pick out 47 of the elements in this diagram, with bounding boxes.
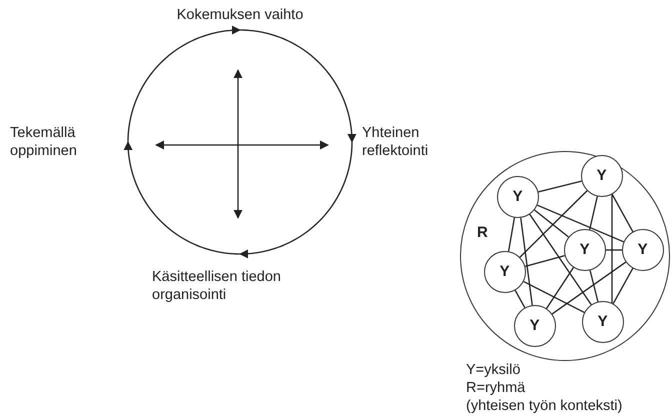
connection-line — [520, 218, 533, 306]
individual-circle — [496, 176, 539, 218]
connection-line — [589, 196, 598, 230]
legend-note: Y=yksilö — [466, 361, 520, 380]
legend-note: (yhteisen työn konteksti) — [466, 397, 622, 416]
cycle-arc — [239, 142, 353, 258]
individual-letter: Y — [598, 312, 608, 331]
connection-line — [612, 268, 634, 304]
individual-letter: Y — [638, 240, 648, 259]
connection-line — [525, 254, 565, 268]
connection-line — [537, 204, 624, 242]
individual-letter: Y — [596, 166, 607, 185]
double-arrow — [155, 140, 329, 150]
connection-line — [606, 249, 622, 251]
connection-line — [508, 218, 516, 252]
individual-circle — [484, 250, 526, 293]
stage-text: Tekemällä oppiminen — [10, 124, 78, 160]
cycle-arc — [127, 26, 241, 142]
individual-circle — [582, 300, 624, 343]
individual-letter: Y — [500, 262, 510, 281]
individual-circle — [622, 228, 664, 271]
connection-line — [514, 290, 526, 308]
stage-text: Käsitteellisen tiedon organisointi — [152, 268, 282, 304]
connection-line — [612, 194, 634, 232]
connection-line — [529, 214, 592, 305]
individual-circle — [514, 304, 556, 347]
connection-line — [552, 262, 626, 314]
individual-letter: Y — [530, 316, 540, 335]
connection-line — [534, 210, 569, 238]
connection-line — [523, 280, 585, 314]
cycle-arc — [124, 141, 240, 255]
legend-note: R=ryhmä — [466, 379, 526, 398]
connection-line — [519, 190, 588, 258]
connection-line — [589, 270, 599, 302]
connection-line — [611, 195, 613, 303]
connection-line — [538, 180, 582, 193]
connection-line — [546, 267, 574, 309]
stage-text: Kokemuksen vaihto — [176, 6, 304, 24]
individual-letter: Y — [580, 240, 590, 259]
stage-text: Yhteinen reflektointi — [362, 124, 430, 160]
group-circle — [460, 151, 670, 361]
cycle-arc — [240, 29, 356, 143]
individual-circle — [564, 228, 606, 271]
double-arrow — [234, 69, 242, 219]
individual-letter: Y — [512, 188, 523, 206]
individual-circle — [580, 154, 623, 197]
group-letter: R — [477, 224, 488, 242]
